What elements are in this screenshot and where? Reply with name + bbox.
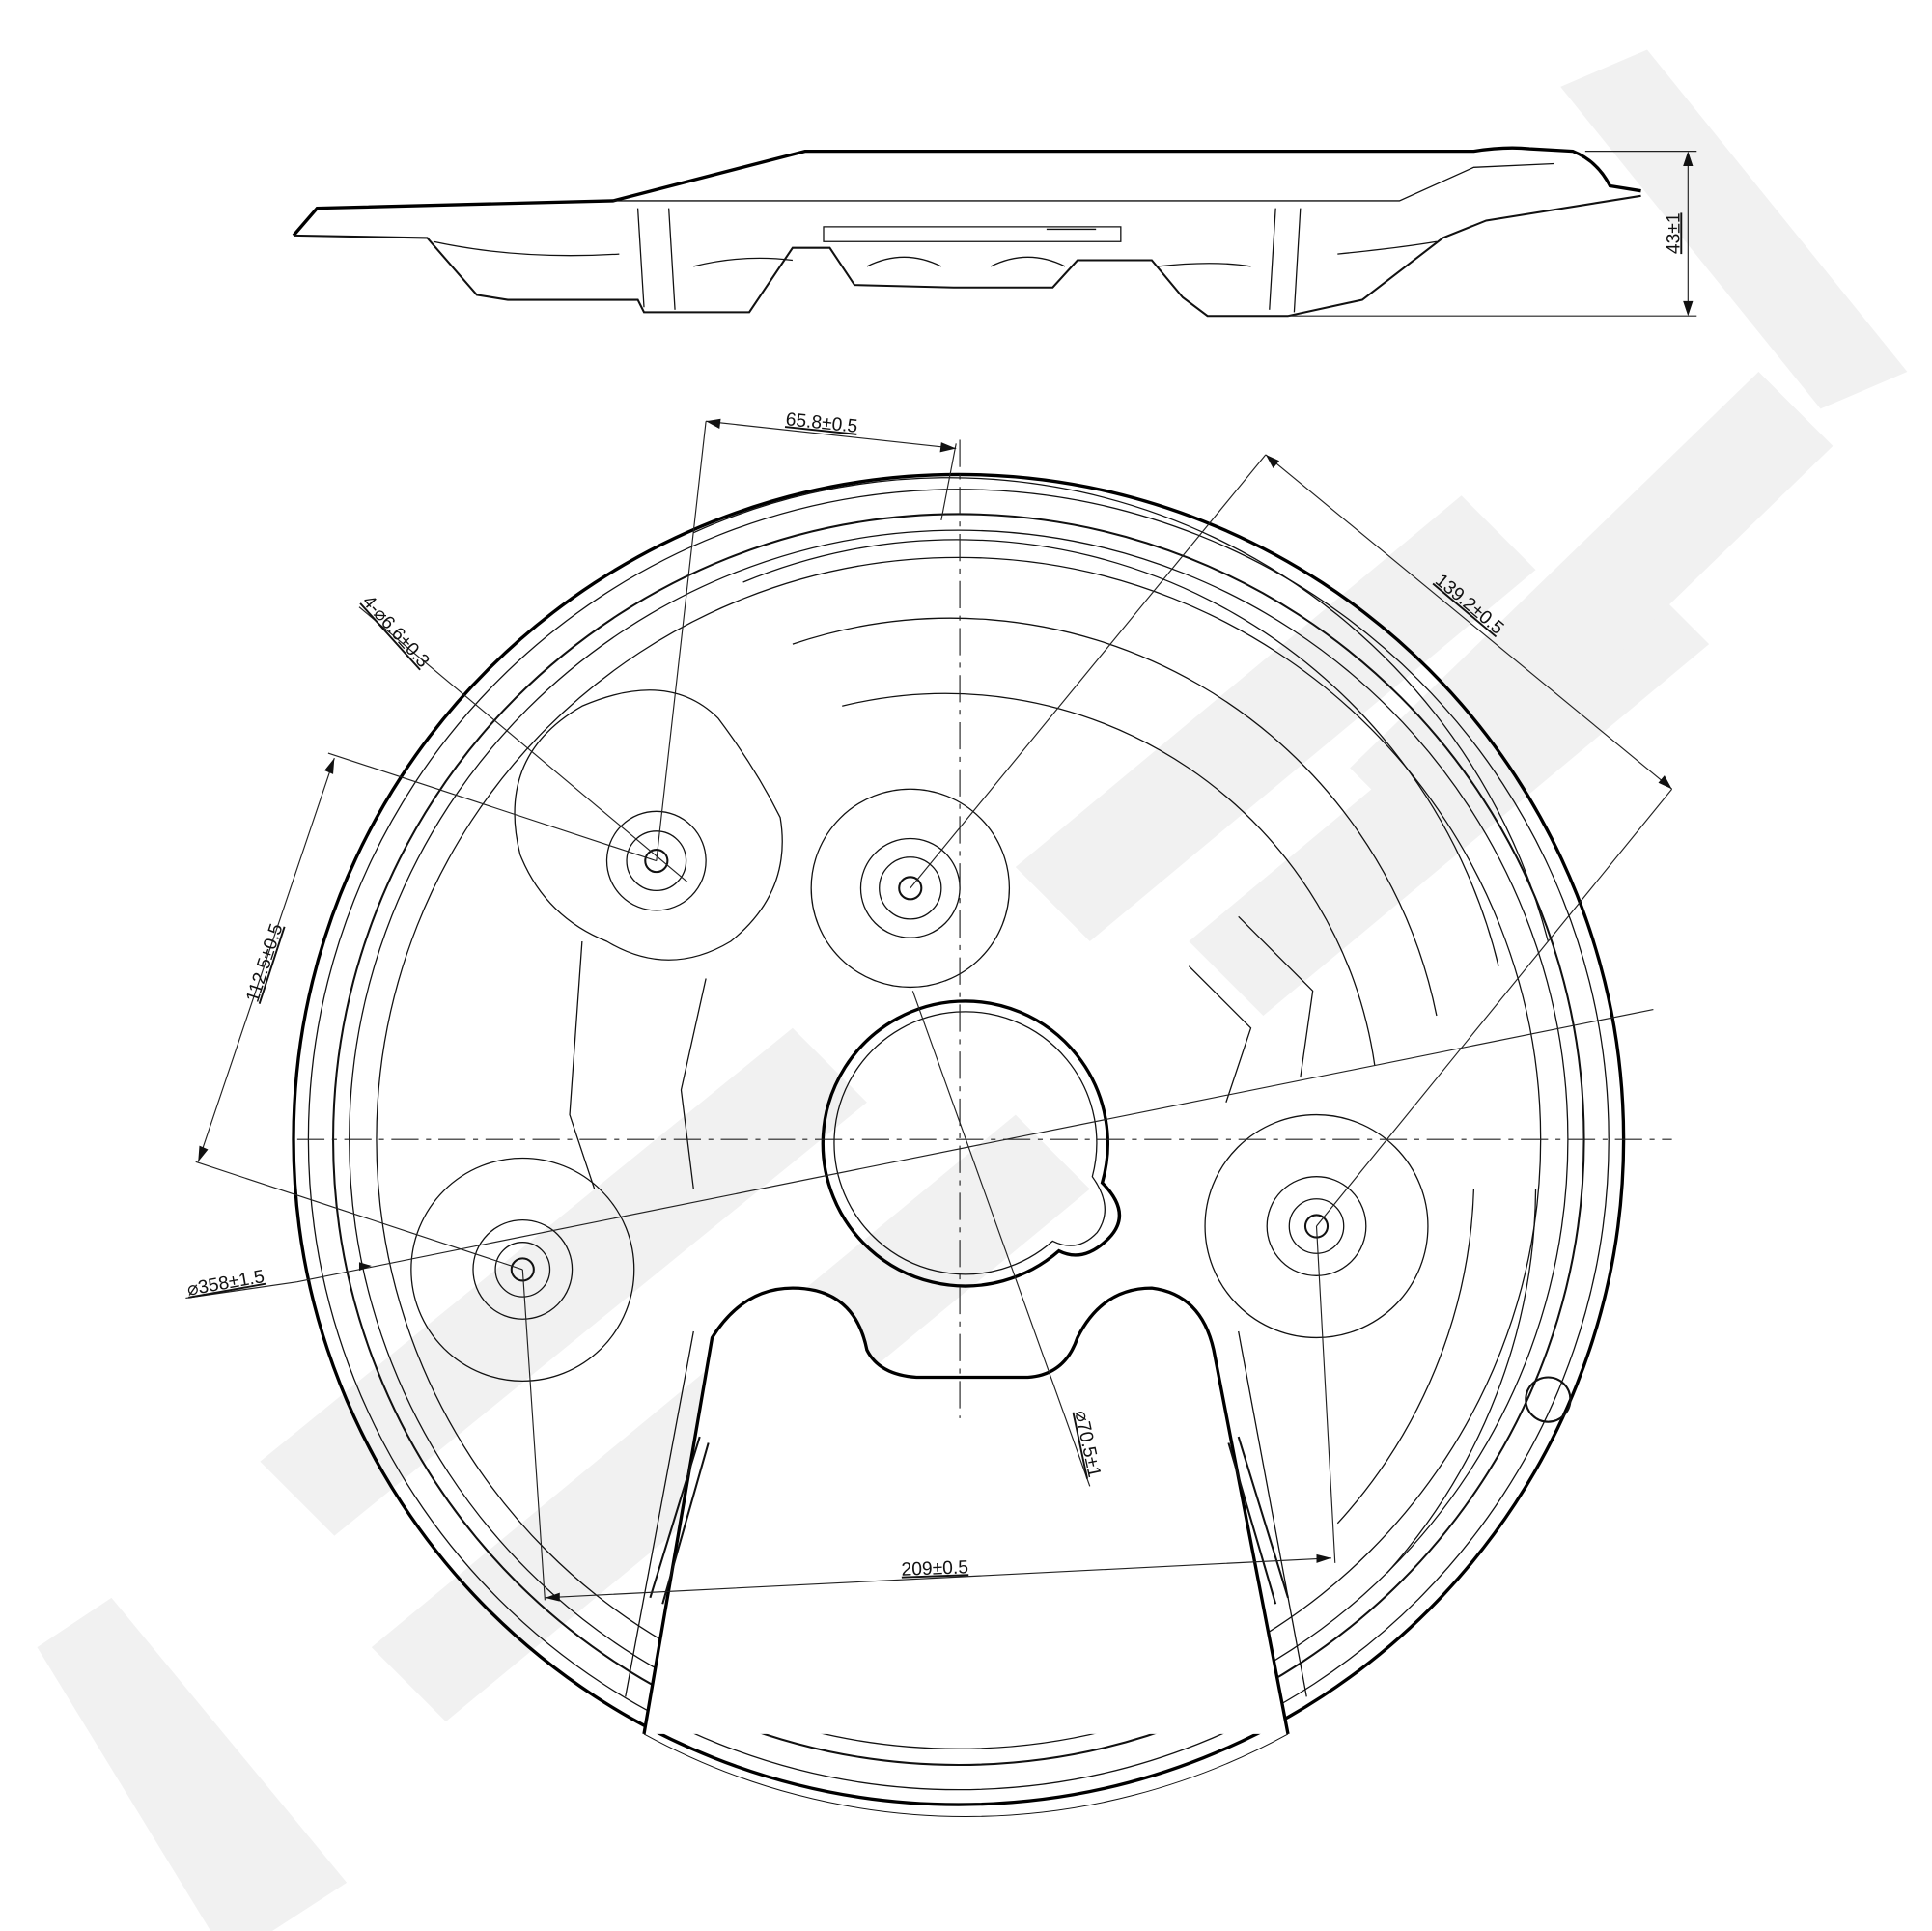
dimension-hole-spacing-bottom: 209±0.5: [901, 1557, 968, 1580]
height-dimension-label: 43±1: [1664, 212, 1684, 254]
dimension-hole-spacing-left: 112.5±0.5: [243, 921, 288, 1004]
dimension-outer-diameter: ⌀358±1.5: [185, 1267, 266, 1301]
side-view: 43±1: [292, 146, 1697, 318]
mounting-boss-top-center: [810, 788, 1011, 989]
dimension-mounting-holes: 4-⌀6.6±0.3: [358, 592, 434, 672]
mounting-boss-left: [410, 1157, 635, 1382]
mounting-boss-top-left: [514, 689, 783, 961]
mounting-boss-right: [1204, 1113, 1429, 1339]
dimension-hole-spacing-top: 65.8±0.5: [785, 409, 859, 437]
center-hole: [821, 999, 1122, 1288]
